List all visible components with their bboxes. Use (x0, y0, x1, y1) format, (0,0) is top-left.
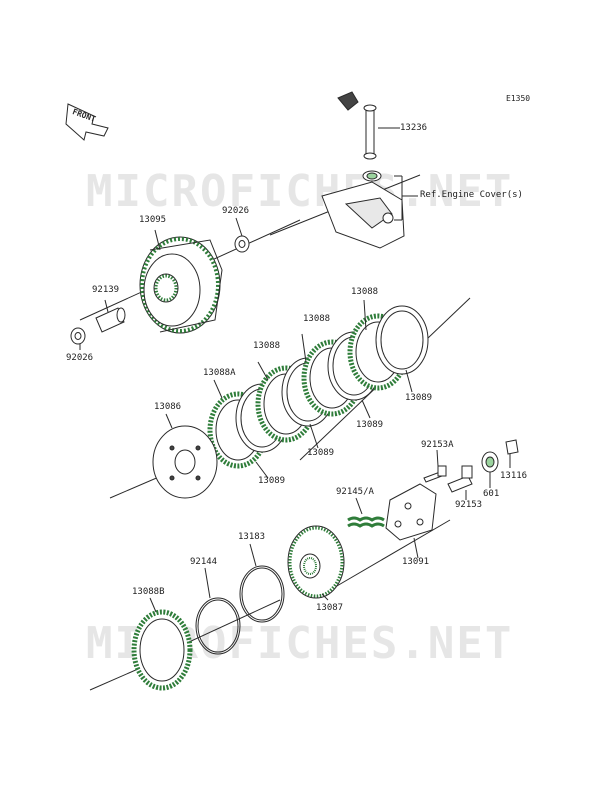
label-13088B: 13088B (132, 587, 165, 597)
label-13091: 13091 (402, 557, 430, 567)
watermark-top: MICROFICHES.NET (86, 166, 514, 217)
part-13095 (139, 236, 223, 334)
label-13087: 13087 (316, 603, 344, 613)
label-13089-d: 13089 (258, 476, 286, 486)
label-13095: 13095 (139, 215, 167, 225)
label-92153: 92153 (455, 500, 483, 510)
label-92153A: 92153A (421, 440, 454, 450)
front-label: FRONT (71, 107, 97, 124)
label-13183: 13183 (238, 532, 266, 542)
figure-code: E1350 (506, 94, 531, 103)
front-arrow-icon: FRONT (66, 104, 112, 128)
label-13086: 13086 (154, 402, 182, 412)
label-601: 601 (483, 489, 500, 499)
label-13088A: 13088A (203, 368, 236, 378)
part-13236 (337, 91, 392, 160)
clutch-plates (207, 305, 429, 469)
label-13088-b: 13088 (303, 314, 331, 324)
label-13088-c: 13088 (351, 287, 379, 297)
label-92026-top: 92026 (222, 206, 250, 216)
label-13088-a: 13088 (253, 341, 281, 351)
label-92144: 92144 (190, 557, 218, 567)
label-92026-left: 92026 (66, 353, 94, 363)
label-92139: 92139 (92, 285, 120, 295)
label-13089-a: 13089 (405, 393, 433, 403)
label-13116: 13116 (500, 471, 528, 481)
label-13089-b: 13089 (356, 420, 384, 430)
label-13236: 13236 (400, 123, 428, 133)
ref-engine-cover-label: Ref.Engine Cover(s) (420, 190, 523, 200)
label-92145A: 92145/A (336, 487, 374, 497)
label-13089-c: 13089 (307, 448, 335, 458)
